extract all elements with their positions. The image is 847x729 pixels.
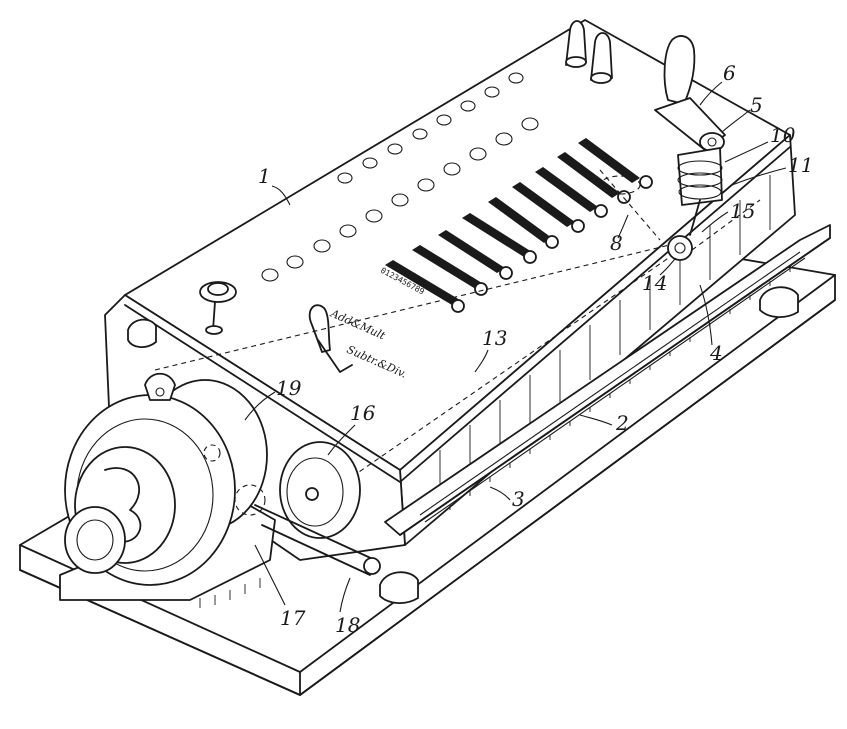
- setting-slot: [385, 260, 465, 313]
- leader-16: [327, 424, 356, 456]
- leader-13: [474, 349, 489, 373]
- leader-1: [271, 185, 291, 206]
- leader-10: [724, 141, 769, 163]
- ref-16: 16: [350, 401, 376, 425]
- leader-11: [731, 167, 787, 186]
- ref-2: 2: [615, 411, 629, 435]
- setting-slot: [535, 167, 608, 218]
- internal-mechanism-hidden-lines: [154, 169, 761, 493]
- setting-slot: [412, 245, 488, 296]
- leader-19: [244, 391, 276, 421]
- ref-19: 19: [276, 376, 302, 400]
- ref-18: 18: [335, 613, 360, 637]
- ref-1: 1: [258, 164, 271, 188]
- reference-numerals: 1 2 3 4 5 6 8 10 11 13 14 15 16 17 18 19: [244, 61, 813, 637]
- ref-4: 4: [709, 341, 723, 365]
- setting-slot: [438, 230, 513, 280]
- drive-belt: [254, 504, 381, 576]
- setting-slot: [512, 182, 585, 233]
- result-register-holes: [261, 72, 539, 282]
- ref-6: 6: [723, 61, 736, 85]
- setting-slot: [488, 197, 559, 249]
- ref-11: 11: [788, 153, 813, 177]
- leader-4: [699, 284, 713, 346]
- ref-8: 8: [610, 231, 623, 255]
- ref-17: 17: [280, 606, 306, 630]
- ref-13: 13: [482, 326, 507, 350]
- motor-housing: [59, 372, 276, 608]
- support-feet: [127, 286, 799, 604]
- leader-3: [489, 486, 511, 501]
- ref-15: 15: [730, 199, 755, 223]
- setting-slots: [385, 138, 653, 313]
- leader-17: [254, 544, 286, 606]
- carriage-handles: [565, 20, 613, 84]
- leader-5: [721, 109, 751, 133]
- setting-slot: [578, 138, 653, 189]
- clearing-knob: [199, 281, 237, 335]
- setting-slot: [462, 213, 537, 264]
- leader-8: [617, 214, 629, 239]
- ref-10: 10: [770, 123, 796, 147]
- ref-3: 3: [512, 487, 525, 511]
- leader-15: [701, 211, 729, 233]
- leader-6: [699, 81, 723, 106]
- main-crank: [654, 35, 726, 236]
- ref-5: 5: [750, 93, 763, 117]
- leader-18: [339, 577, 351, 613]
- carriage-rail: [384, 224, 831, 536]
- leader-14: [659, 257, 677, 276]
- ref-14: 14: [642, 271, 667, 295]
- operation-selector-lever: [308, 304, 353, 373]
- drive-pulley: [279, 441, 361, 539]
- leader-2: [579, 414, 613, 426]
